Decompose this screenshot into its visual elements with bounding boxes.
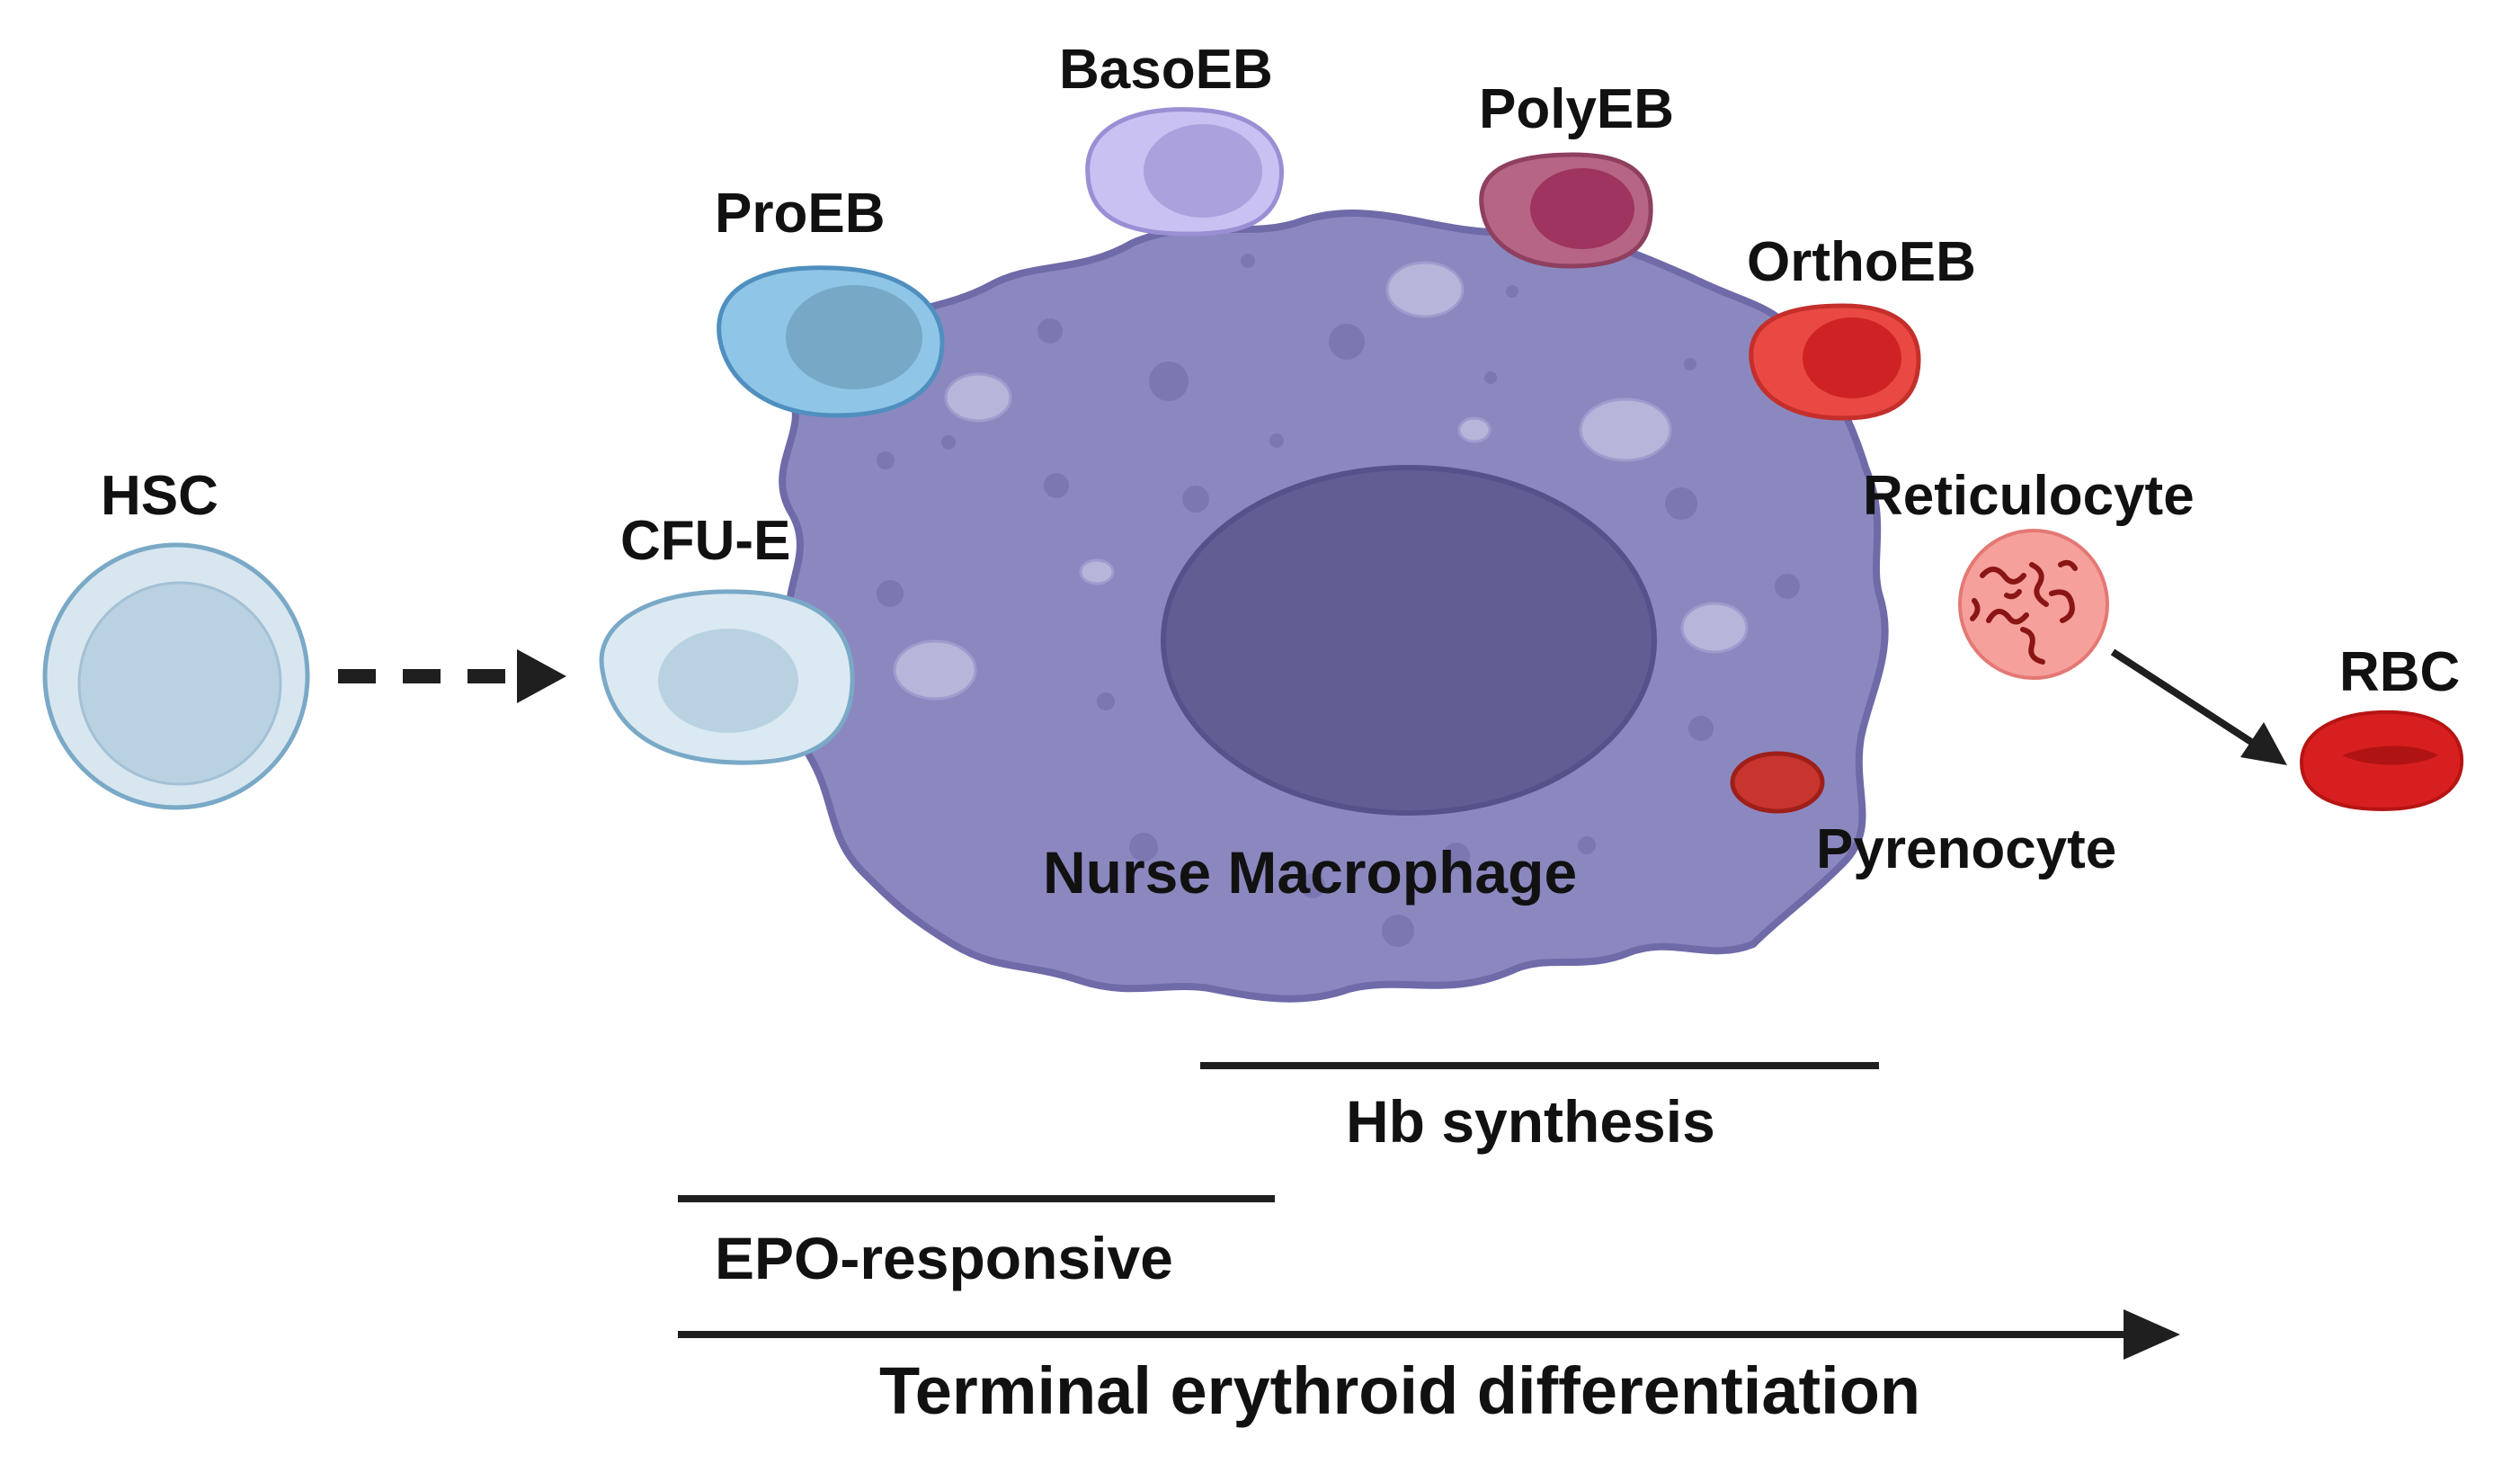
hsc-arrowhead [517,649,566,703]
macrophage-nucleus [1161,465,1657,816]
basoeb-cell [1085,107,1285,237]
proeb-cell [717,265,945,418]
label-hsc: HSC [101,465,218,527]
pyrenocyte-cell [1730,751,1825,814]
label-pyrenocyte: Pyrenocyte [1816,818,2116,880]
macrophage-granules [877,254,1800,947]
terminal-differentiation-arrowhead [2124,1309,2180,1360]
cfu-e-cell [599,589,855,765]
label-terminal-differentiation: Terminal erythroid differentiation [879,1353,1920,1428]
reticulocyte-cell [1958,529,2109,680]
polyeb-cell [1479,152,1653,269]
label-epo-responsive: EPO-responsive [715,1225,1173,1291]
label-polyeb: PolyEB [1479,78,1674,140]
orthoeb-cell [1749,303,1921,421]
hsc-cell [42,542,310,810]
macrophage-vesicles [893,261,1749,701]
reticulocyte-to-rbc-arrow [2110,648,2272,757]
label-reticulocyte: Reticulocyte [1863,465,2195,527]
label-cfu-e: CFU-E [620,510,790,572]
label-rbc: RBC [2339,641,2460,703]
label-nurse-macrophage: Nurse Macrophage [1043,839,1577,906]
label-basoeb: BasoEB [1059,39,1273,101]
nurse-macrophage [779,210,1889,1003]
rbc-cell [2299,710,2464,812]
reticulocyte-to-rbc-arrowhead [2240,722,2287,765]
label-hb-synthesis: Hb synthesis [1346,1088,1715,1155]
label-orthoeb: OrthoEB [1747,231,1976,293]
label-proeb: ProEB [715,183,885,245]
